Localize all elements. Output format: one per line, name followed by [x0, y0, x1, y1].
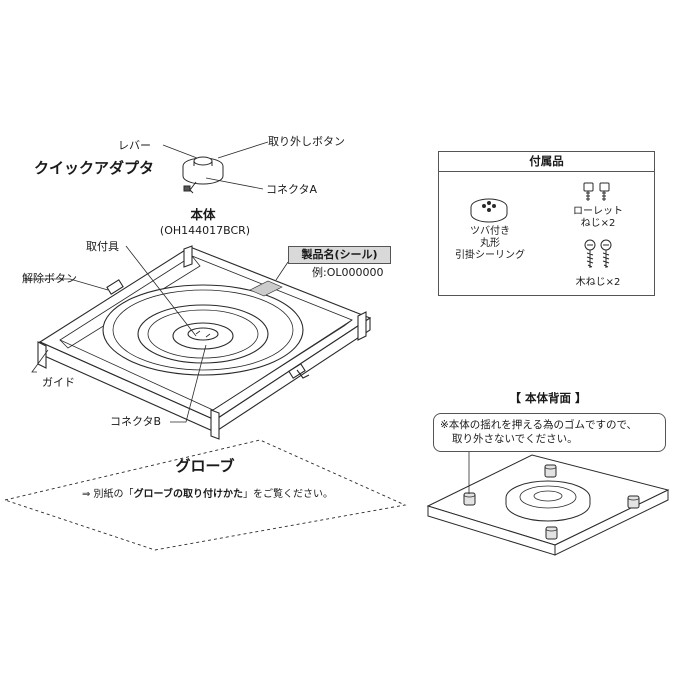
remove-button-label: 取り外しボタン — [268, 135, 345, 148]
product-example: 例:OL000000 — [312, 266, 384, 279]
back-note: ※本体の揺れを押える為のゴムですので、 取り外さないでください。 — [433, 413, 666, 452]
wood-screw-drawing — [584, 239, 612, 268]
wood-screw-label: 木ねじ×2 — [575, 277, 621, 288]
quick-adapter-drawing — [182, 156, 224, 194]
accessories-title: 付属品 — [438, 151, 655, 172]
model-number: (OH144017BCR) — [159, 224, 251, 237]
glove-note: ⇒ 別紙の「グローブの取り付けかた」をご覧ください。 — [82, 489, 333, 501]
knurled-screw-drawing — [583, 182, 610, 201]
lever-label: レバー — [118, 139, 151, 152]
glove-note-suffix: 」をご覧ください。 — [242, 489, 333, 500]
guide-label: ガイド — [42, 376, 75, 389]
main-body-label: 本体 — [190, 207, 216, 222]
glove-outline — [3, 439, 407, 551]
main-body-drawing — [37, 245, 372, 440]
quick-adapter-label: クイックアダプタ — [34, 159, 155, 177]
glove-label: グローブ — [175, 457, 235, 475]
glove-note-prefix: ⇒ 別紙の「 — [82, 489, 134, 500]
back-title: 【 本体背面 】 — [509, 391, 587, 405]
product-name-label: 製品名(シール) — [288, 246, 391, 264]
ceiling-label-1: ツバ付き — [470, 226, 510, 237]
ceiling-fitting-drawing — [470, 198, 508, 223]
connector-b-label: コネクタB — [110, 415, 162, 428]
ceiling-label-2: 丸形 — [480, 238, 500, 249]
knurled-screw-label-2: ねじ×2 — [580, 218, 616, 229]
back-note-line-2: 取り外さないでください。 — [452, 433, 578, 445]
adapter-leaders — [162, 141, 269, 190]
body-leaders — [25, 245, 289, 423]
knurled-screw-label-1: ローレット — [573, 206, 623, 217]
accessories-box — [438, 151, 655, 296]
release-button-label: 解除ボタン — [22, 272, 77, 285]
ceiling-label-3: 引掛シーリング — [455, 250, 525, 261]
mount-label: 取付具 — [86, 240, 119, 253]
body-back-drawing — [426, 454, 670, 556]
glove-note-link-text: グローブの取り付けかた — [133, 489, 243, 500]
connector-a-label: コネクタA — [266, 183, 318, 196]
back-note-line-1: ※本体の揺れを押える為のゴムですので、 — [440, 419, 638, 431]
